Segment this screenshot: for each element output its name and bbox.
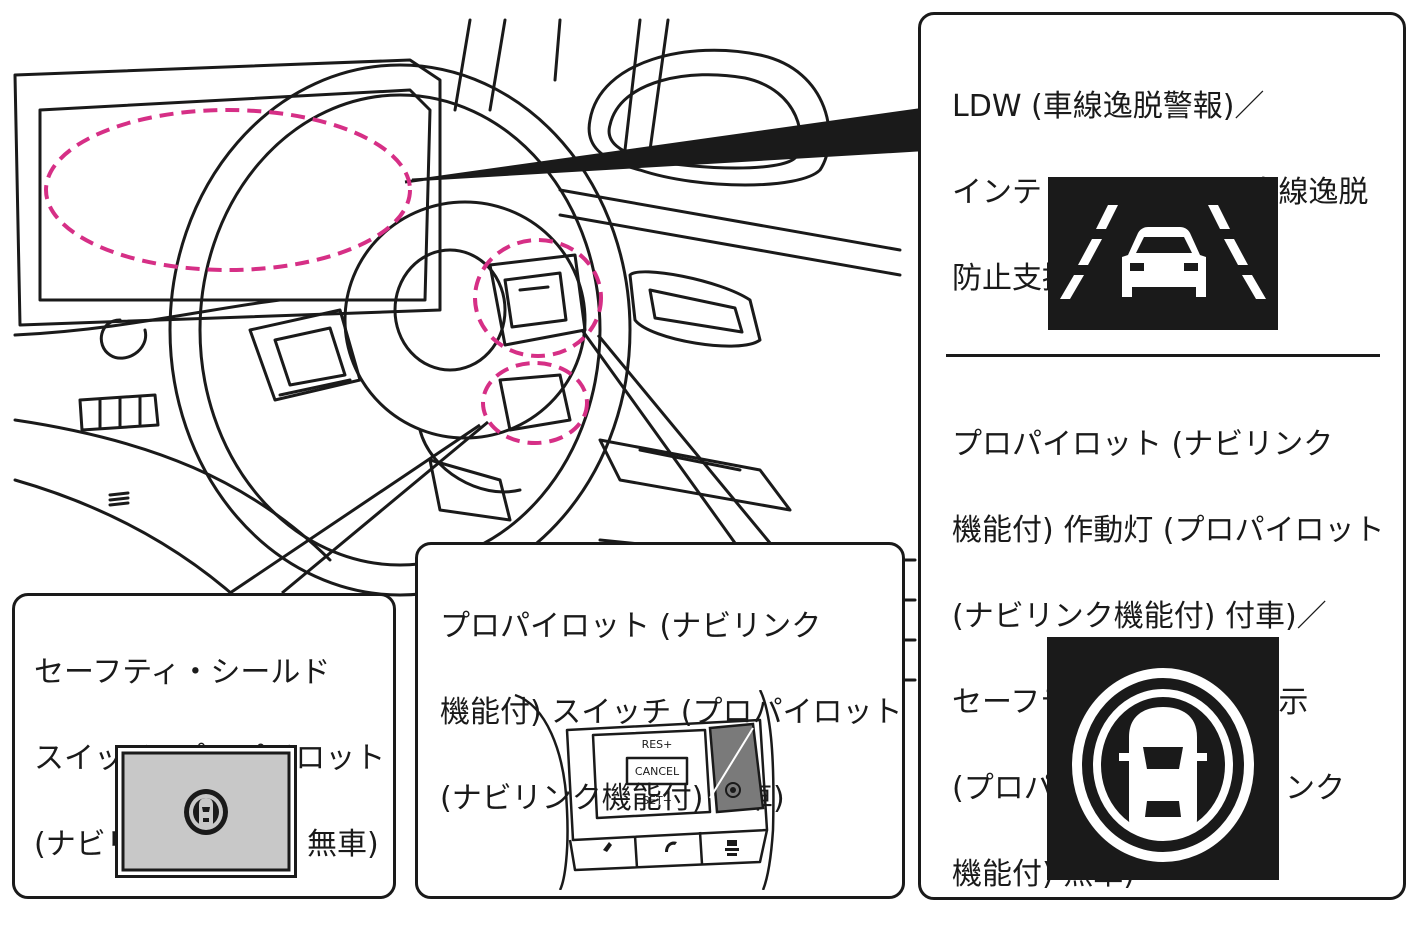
safety-shield-switch-caption: セーフティ・シールド スイッチ (プロパイロット (ナビリンク機能付) 無車) [34, 655, 385, 862]
switch-highlight [473, 238, 603, 358]
safety-shield-car-icon [1047, 637, 1279, 880]
lower-button-icons [603, 840, 739, 856]
cancel-button-label: CANCEL [635, 765, 680, 778]
safety-shield-switch-icon [115, 745, 297, 878]
meter-highlight [44, 108, 412, 272]
propilot-switch-callout [415, 542, 905, 899]
callout-divider [946, 354, 1380, 357]
ldw-leader [404, 108, 920, 184]
lane-departure-car-icon [1048, 177, 1278, 330]
steering-switch-panel: RES+ CANCEL SET− [514, 690, 775, 890]
res-button-label: RES+ [642, 738, 673, 751]
shield-switch-highlight [481, 361, 589, 445]
set-button-label: SET− [642, 794, 672, 807]
